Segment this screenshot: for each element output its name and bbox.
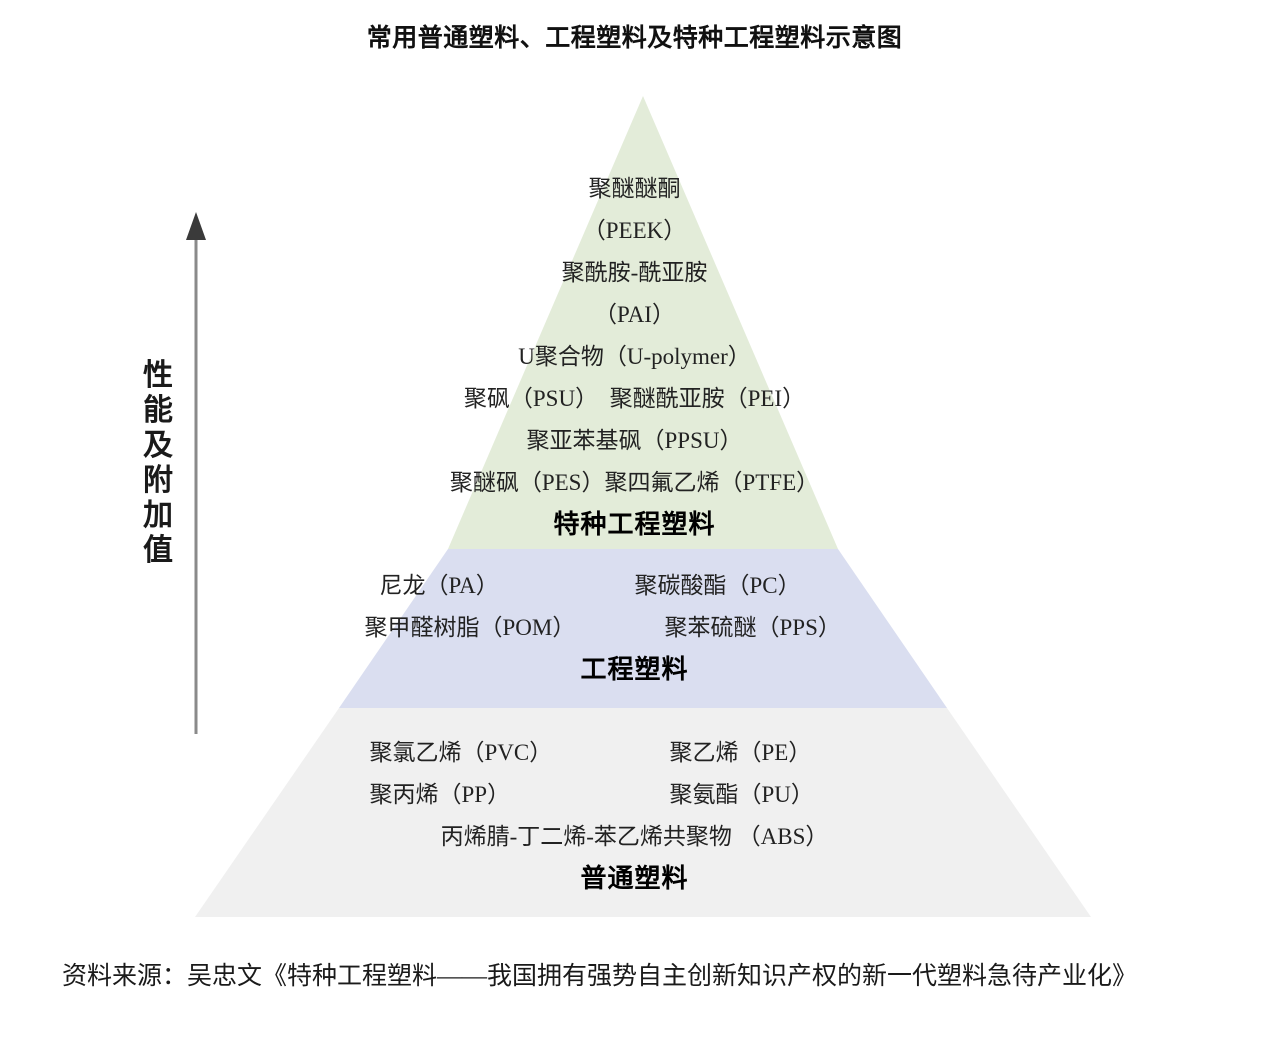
material-item: 聚乙烯（PE） — [669, 740, 812, 765]
material-item: 尼龙（PA） — [379, 573, 499, 598]
tier-label-engineering: 工程塑料 — [580, 654, 689, 684]
material-row: 聚甲醛树脂（POM） 聚苯硫醚（PPS） — [0, 607, 1269, 649]
material-item: 聚碳酸酯（PC） — [634, 573, 801, 598]
material-row: 尼龙（PA） 聚碳酸酯（PC） — [0, 565, 1269, 607]
source-note: 资料来源：吴忠文《特种工程塑料——我国拥有强势自主创新知识产权的新一代塑料急待产… — [62, 963, 1138, 990]
up-arrow-icon — [186, 212, 206, 734]
material-item: 聚氨酯（PU） — [669, 782, 814, 807]
material-line: 聚砜（PSU） 聚醚酰亚胺（PEI） — [463, 386, 806, 411]
material-line: 聚醚砜（PES）聚四氟乙烯（PTFE） — [449, 470, 820, 495]
material-line: （PAI） — [594, 302, 675, 327]
tier-general-text-block: 聚氯乙烯（PVC） 聚乙烯（PE） 聚丙烯（PP） 聚氨酯（PU） 丙烯腈-丁二… — [0, 732, 1269, 898]
material-item: 聚苯硫醚（PPS） — [664, 615, 841, 640]
material-row: 聚氯乙烯（PVC） 聚乙烯（PE） — [0, 732, 1269, 774]
material-line: 聚亚苯基砜（PPSU） — [526, 428, 743, 453]
material-row: 聚丙烯（PP） 聚氨酯（PU） — [0, 774, 1269, 816]
value-axis-label: 性能及附加值 — [143, 359, 173, 568]
material-line: 聚醚醚酮 — [588, 176, 681, 201]
material-line: 聚酰胺-酰亚胺 — [561, 260, 708, 285]
material-item: 聚甲醛树脂（POM） — [364, 615, 576, 640]
material-item: 聚氯乙烯（PVC） — [369, 740, 553, 765]
tier-label-general: 普通塑料 — [580, 863, 689, 893]
tier-label-special: 特种工程塑料 — [553, 509, 716, 539]
material-line: 丙烯腈-丁二烯-苯乙烯共聚物 （ABS） — [440, 824, 829, 849]
value-axis: 性能及附加值 — [0, 0, 260, 1052]
material-line: U聚合物（U-polymer） — [518, 344, 751, 369]
material-line: （PEEK） — [582, 218, 687, 243]
page-title: 常用普通塑料、工程塑料及特种工程塑料示意图 — [366, 24, 903, 52]
tier-engineering-text-block: 尼龙（PA） 聚碳酸酯（PC） 聚甲醛树脂（POM） 聚苯硫醚（PPS） 工程塑… — [0, 565, 1269, 689]
tier-special-text-block: 聚醚醚酮 （PEEK） 聚酰胺-酰亚胺 （PAI） U聚合物（U-polymer… — [0, 168, 1269, 544]
material-item: 聚丙烯（PP） — [369, 782, 511, 807]
